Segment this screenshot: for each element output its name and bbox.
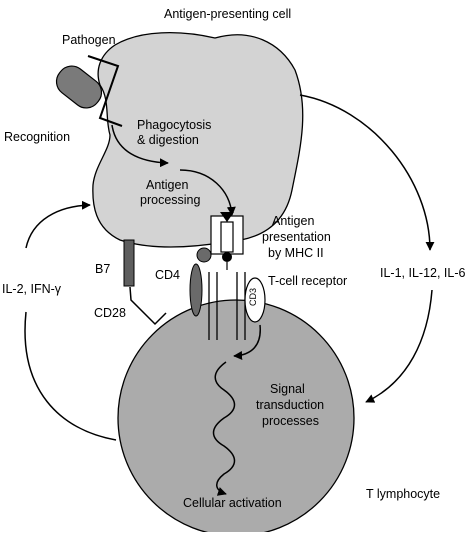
b7-molecule [123,239,135,287]
tcell-receptor-label: T-cell receptor [268,274,348,288]
pathogen-label: Pathogen [62,33,116,47]
il-cytokine-arrow-bottom [365,289,433,403]
b7-label: B7 [95,262,111,276]
phagocytosis-arrow [111,124,169,168]
phagocytosis-label-2: & digestion [137,133,199,147]
signal-label-3: processes [262,414,319,428]
il2-ifn-arrow-top [25,200,91,249]
cd28-label: CD28 [94,306,126,320]
apc-title: Antigen-presenting cell [164,7,292,21]
cellular-activation-label: Cellular activation [183,496,282,510]
recognition-receptor [87,55,123,127]
il2-ifn-arrow [24,311,117,441]
cd3-molecule [244,277,266,323]
signal-label-1: Signal [270,382,305,396]
il2-ifn-label: IL-2, IFN-γ [2,282,62,296]
signal-arrow [233,324,261,361]
pathogen-body [55,65,103,109]
phagocytosis-label-1: Phagocytosis [137,118,212,132]
antigen-processing-arrow [179,169,236,216]
antigen-presentation-label-2: presentation [262,230,331,244]
signal-label-2: transduction [256,398,325,412]
il-cytokine-arrow-top [299,94,435,251]
antigen-presentation-label-1: Antigen [272,214,315,228]
mhc-ii-molecule [210,212,244,270]
recognition-label: Recognition [4,130,71,144]
antigen-processing-label-2: processing [140,193,201,207]
cd4-label: CD4 [155,268,181,282]
signal-transduction-wave [212,361,236,496]
il-cytokines-label: IL-1, IL-12, IL-6 [380,266,466,280]
antigen-processing-label-1: Antigen [146,178,189,192]
t-lymphocyte-label: T lymphocyte [366,487,441,501]
cd4-molecule [189,247,212,317]
cd28-molecule [129,286,167,326]
antigen-presentation-label-3: by MHC II [268,246,324,260]
cd3-label: CD3 [248,287,258,306]
